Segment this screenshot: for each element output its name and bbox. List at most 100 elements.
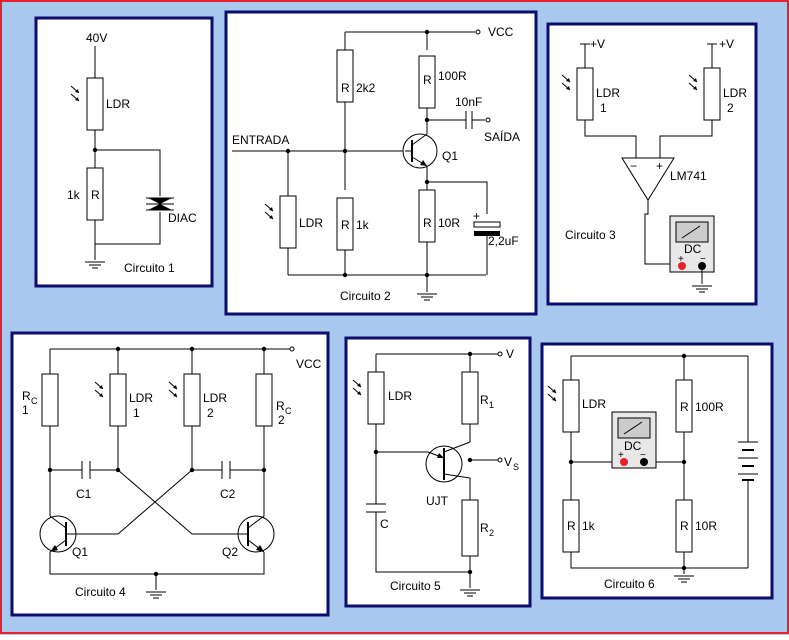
circuit-5-r1-label: R [480, 393, 489, 407]
circuit-4-ldr2-label: LDR [203, 391, 227, 405]
circuit-4-ldr2-number: 2 [207, 406, 214, 420]
circuit-4-q1-label: Q1 [72, 545, 88, 559]
circuit-4-rc2-label: R [276, 399, 285, 413]
circuit-2-panel [224, 10, 538, 316]
circuit-2-ecap-label: 2,2uF [488, 234, 519, 248]
circuit-1-panel [34, 16, 214, 288]
circuit-3-ldr2-label: LDR [723, 86, 747, 100]
circuit-4-rc2 [255, 373, 273, 427]
circuit-3-v1-label: +V [590, 37, 605, 51]
circuit-3-ldr1-label: LDR [596, 86, 620, 100]
circuit-2-resistor-1k [336, 197, 354, 251]
circuit-5: V LDR R 1 V S UJT C R 2 Circuito 5 [344, 336, 532, 608]
circuit-2-title: Circuito 2 [340, 289, 391, 303]
circuit-2-resistor-2k2 [336, 49, 354, 103]
circuit-6-r-1k [562, 499, 580, 553]
circuit-4-ldr1-number: 1 [133, 406, 140, 420]
multimeter-icon [611, 411, 657, 469]
transistor-npn-icon [39, 515, 77, 553]
circuit-6-meter-plus: + [618, 450, 624, 461]
battery-icon [738, 441, 758, 481]
circuit-1-resistor [86, 167, 104, 221]
circuit-3: +V +V LDR 1 LDR 2 − + LM741 Circuito 3 D… [546, 22, 758, 306]
circuit-5-r2 [461, 499, 479, 557]
circuit-3-meter-minus: − [700, 254, 706, 265]
circuit-3-meter-plus: + [678, 254, 684, 265]
circuit-6-r2-label: R [567, 519, 576, 533]
circuit-5-ldr-label: LDR [388, 389, 412, 403]
circuit-2-output-label: SAÍDA [484, 129, 520, 144]
circuit-5-ujt-label: UJT [426, 494, 449, 508]
circuit-6: LDR R 100R R 1k R 10R DC + − Circuito [540, 342, 774, 600]
circuit-6-r1-label: R [680, 400, 689, 414]
circuit-5-v-label: V [506, 347, 514, 361]
circuit-1-r-value: 1k [67, 188, 81, 202]
circuit-6-ldr [562, 379, 580, 433]
circuit-6-r-100r [675, 379, 693, 433]
circuit-4-c2-label: C2 [220, 487, 236, 501]
circuit-3-opamp-plus: + [656, 159, 663, 173]
circuit-1: 40V LDR R 1k DIAC Circuito 1 [34, 16, 214, 288]
circuit-6-panel [540, 342, 774, 600]
circuit-2-r3-label: R [341, 218, 350, 232]
circuit-2-resistor-100r [418, 55, 436, 109]
circuit-2-r3-value: 1k [356, 218, 370, 232]
circuit-4-rc1 [41, 373, 59, 427]
circuit-6-r3-value: 10R [695, 519, 717, 533]
circuit-1-ldr [86, 77, 104, 131]
circuit-3-ldr1-number: 1 [600, 101, 607, 115]
circuit-1-supply-label: 40V [86, 31, 107, 45]
circuit-6-r3-label: R [680, 519, 689, 533]
circuit-1-ldr-label: LDR [106, 97, 130, 111]
circuit-2-ldr-label: LDR [299, 216, 323, 230]
circuit-5-r1 [461, 371, 479, 425]
circuit-3-opamp-label: LM741 [670, 169, 707, 183]
transistor-npn-icon [236, 515, 275, 553]
circuit-5-r1-sub: 1 [489, 400, 494, 410]
circuit-2-r2-value: 100R [438, 69, 467, 83]
circuit-2-ecap-plus: + [473, 209, 480, 223]
circuit-4-vcc-label: VCC [296, 357, 322, 371]
circuit-1-r-label: R [91, 188, 100, 202]
circuit-5-r2-label: R [480, 521, 489, 535]
circuit-1-title: Circuito 1 [124, 261, 175, 275]
circuit-2: VCC R 2k2 R 100R 10nF SAÍDA ENTRADA LDR … [224, 10, 538, 316]
circuit-3-ldr-1 [576, 67, 594, 121]
circuit-4-rc1-number: 1 [22, 403, 29, 417]
circuit-4-rc1-sub: C [31, 396, 38, 406]
circuit-2-r1-label: R [341, 81, 350, 95]
circuit-5-vs-sub: S [513, 462, 519, 472]
circuit-4-c1-label: C1 [76, 487, 92, 501]
circuit-2-vcc-label: VCC [488, 25, 514, 39]
circuit-3-dc-label: DC [684, 242, 702, 256]
circuit-4-rc1-label: R [22, 389, 31, 403]
circuit-2-r2-label: R [423, 73, 432, 87]
electrolytic-capacitor-icon [473, 221, 501, 236]
circuit-2-r4-label: R [423, 216, 432, 230]
circuit-4-q2-label: Q2 [222, 545, 238, 559]
circuit-6-title: Circuito 6 [604, 577, 655, 591]
circuit-2-q1-label: Q1 [442, 149, 458, 163]
circuit-6-dc-label: DC [624, 439, 642, 453]
op-amp-icon [621, 157, 675, 201]
circuit-4-panel [10, 331, 330, 617]
circuit-6-r2-value: 1k [582, 519, 596, 533]
circuit-5-ldr [367, 371, 385, 425]
circuit-4-rc2-number: 2 [278, 413, 285, 427]
circuit-4-title: Circuito 4 [75, 585, 126, 599]
circuit-5-title: Circuito 5 [390, 579, 441, 593]
circuit-2-input-label: ENTRADA [232, 133, 289, 147]
circuit-4-ldr-1 [109, 373, 127, 427]
circuit-3-v2-label: +V [719, 37, 734, 51]
circuit-2-r1-value: 2k2 [356, 81, 376, 95]
circuit-4-ldr-2 [183, 373, 201, 427]
circuit-2-r4-value: 10R [438, 216, 460, 230]
circuit-2-ldr [279, 195, 297, 249]
circuit-6-ldr-label: LDR [582, 397, 606, 411]
circuit-3-opamp-minus: − [630, 159, 637, 173]
circuit-6-r-10r [675, 499, 693, 553]
circuit-3-ldr2-number: 2 [727, 101, 734, 115]
circuit-5-vs-label: V [504, 455, 512, 469]
